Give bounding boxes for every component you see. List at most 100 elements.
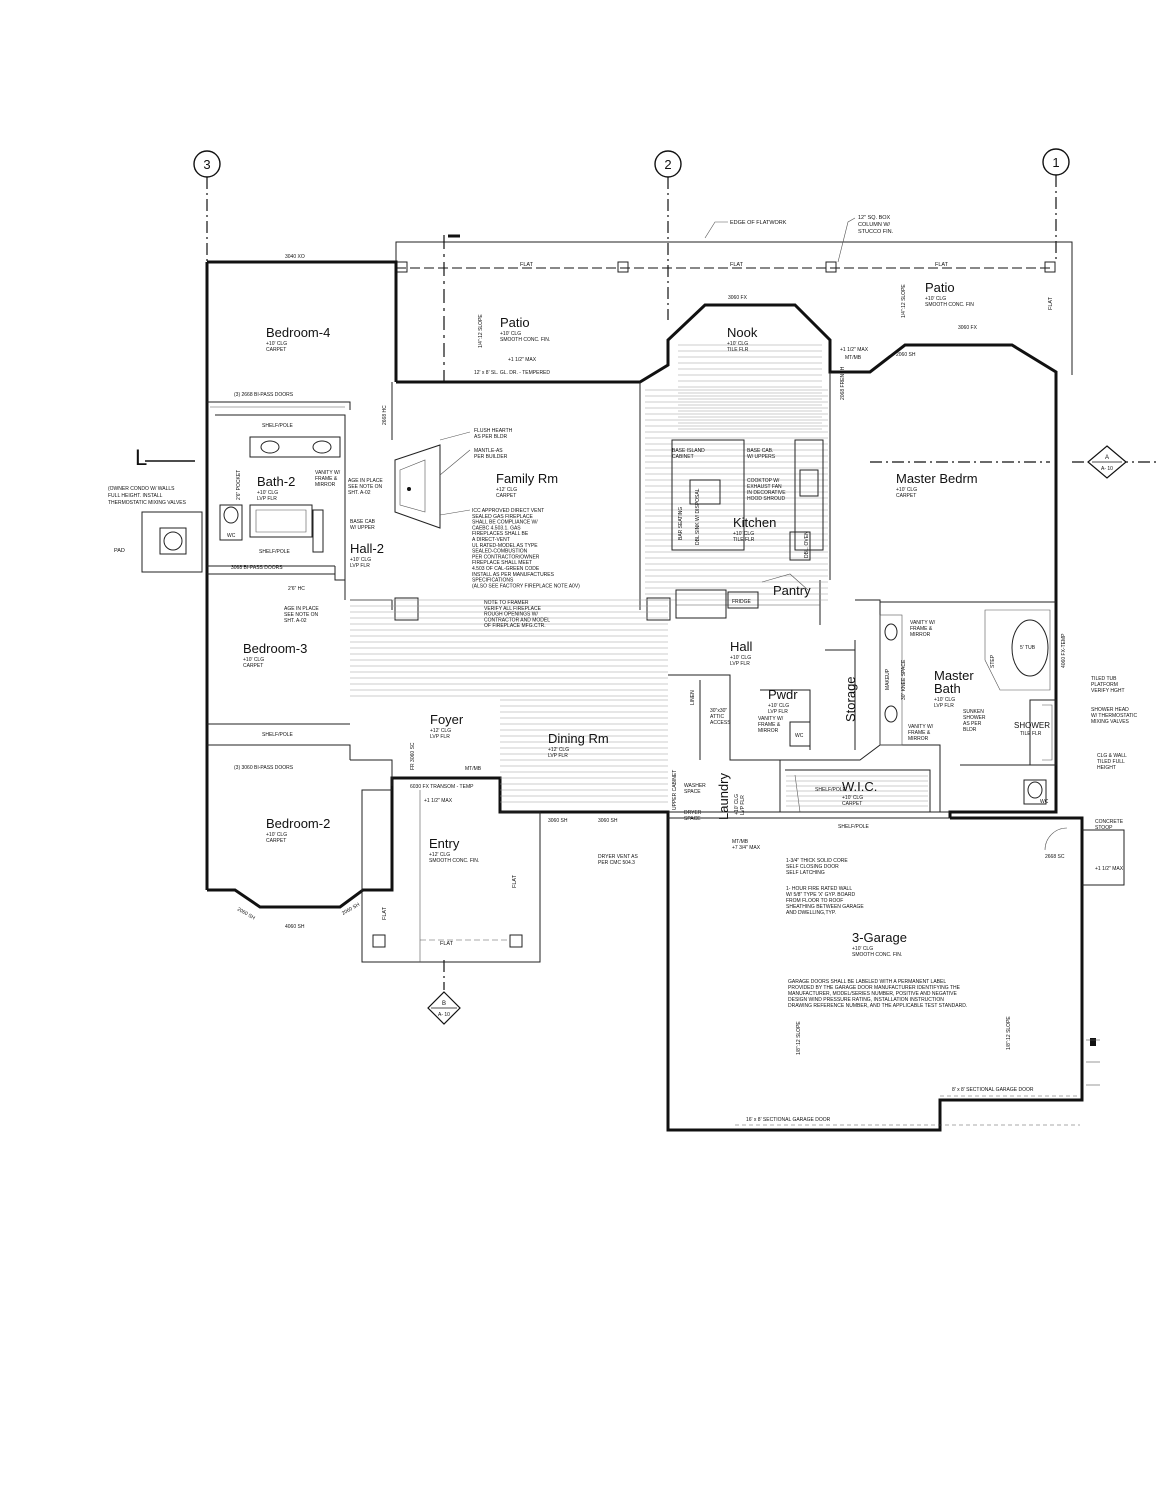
room-name: Storage xyxy=(843,676,858,722)
stoop-note: CONCRETE xyxy=(1095,819,1124,825)
garage-label-note: PROVIDED BY THE GARAGE DOOR MANUFACTURER… xyxy=(788,985,961,991)
framer-line: NOTE TO FRAMER xyxy=(484,600,529,606)
shower-head-note: SHOWER HEAD xyxy=(1091,707,1129,713)
grid-marker-2: 2 xyxy=(654,150,682,320)
room-label-foyer: Foyer +12' CLG LVP FLR xyxy=(430,712,464,740)
age-in-place-note: SEE NOTE ON xyxy=(284,612,319,618)
tub-note: VERIFY HGHT xyxy=(1091,688,1125,694)
room-ceiling: +12' CLG xyxy=(496,487,517,493)
vanity-note: VANITY W/ xyxy=(315,470,341,476)
fire-wall-note: SHEATHING BETWEEN GARAGE xyxy=(786,904,864,910)
window-tag: 2060 SH xyxy=(236,907,256,922)
fireplace-line: FIREPLACES SHALL BE xyxy=(472,531,529,537)
room-ceiling: +10' CLG xyxy=(896,487,917,493)
room-name: Bath-2 xyxy=(257,474,295,489)
room-floor: SMOOTH CONC. FIN. xyxy=(500,337,550,343)
tub-label: 5' TUB xyxy=(1020,645,1036,651)
shower-head-note: W/ THERMOSTATIC xyxy=(1091,713,1137,719)
attic-note: 30"x30" xyxy=(710,708,727,714)
vanity-note: MIRROR xyxy=(910,632,931,638)
island-note: BASE ISLAND xyxy=(672,448,705,454)
room-ceiling: +10' CLG xyxy=(243,657,264,663)
room-label-dining: Dining Rm +12' CLG LVP FLR xyxy=(548,731,609,759)
entry-porch: FLAT FLAT FLAT xyxy=(361,789,541,963)
room-name: Bedroom-4 xyxy=(266,325,330,340)
shelf-note: SHELF/POLE xyxy=(838,824,870,830)
room-label-bath2: Bath-2 +10' CLG LVP FLR xyxy=(257,474,295,502)
hearth-note: FLUSH HEARTH xyxy=(474,428,513,434)
grid-marker-label: 2 xyxy=(664,157,671,172)
flat-label: FLAT xyxy=(382,906,388,920)
tile-note: CLG & WALL xyxy=(1097,753,1127,759)
age-in-place-note: SHT. A-02 xyxy=(348,490,371,496)
cooktop-note: IN DECORATIVE xyxy=(747,490,786,496)
room-name: Entry xyxy=(429,836,460,851)
grid-marker-1: 1 xyxy=(1042,148,1070,262)
shelf-note: SHELF/POLE xyxy=(262,423,294,429)
room-name: Kitchen xyxy=(733,515,776,530)
bar-seating-note: BAR SEATING xyxy=(678,507,684,540)
washer-label: SPACE xyxy=(684,789,701,795)
room-label-laundry: Laundry +10' CLG LVP FLR xyxy=(716,773,746,820)
room-label-bedroom4: Bedroom-4 +10' CLG CARPET xyxy=(266,325,330,353)
room-label-pwdr: Pwdr +10' CLG LVP FLR xyxy=(768,687,798,715)
room-name: SHOWER xyxy=(1014,721,1050,730)
annotations: 3040 XO 3060 FX 3060 FX 12' x 8' SL. GL.… xyxy=(227,254,1137,1123)
sunken-shower-note: BLDR xyxy=(963,727,977,733)
section-marker-b: B A- 10 xyxy=(427,960,461,1025)
window-tag: 4060 FX-TEMP xyxy=(1061,633,1067,668)
room-floor: CARPET xyxy=(496,493,516,499)
room-floor: SMOOTH CONC. FIN. xyxy=(429,858,479,864)
grid-marker-label: 3 xyxy=(203,157,210,172)
door-tag: 12' x 8' SL. GL. DR. - TEMPERED xyxy=(474,370,550,376)
threshold-note: MT/MB xyxy=(845,355,862,361)
garage-label-note: MANUFACTURER, MODEL/SERIES NUMBER, POSIT… xyxy=(788,991,957,997)
fireplace-line: UL RATED-MODEL AS TYPE xyxy=(472,543,538,549)
room-floor: TILE FLR xyxy=(1020,731,1042,737)
sunken-shower-note: AS PER xyxy=(963,721,982,727)
framer-line: CONTRACTOR AND MODEL xyxy=(484,617,550,623)
stoop-note: STOOP xyxy=(1095,825,1113,831)
room-name: Master Bedrm xyxy=(896,471,978,486)
flat-label: FLAT xyxy=(512,874,518,888)
transom-tag: 6030 FX TRANSOM - TEMP xyxy=(410,784,474,790)
vanity-note: VANITY W/ xyxy=(758,716,784,722)
room-floor: TILE FLR xyxy=(727,347,749,353)
room-floor: CARPET xyxy=(842,801,862,807)
interior-walls xyxy=(207,372,1057,819)
door-tag: 2068 FRENCH xyxy=(840,366,846,400)
vanity-note: FRAME & xyxy=(758,722,781,728)
shelf-note: SHELF/POLE xyxy=(262,732,294,738)
section-letter: A xyxy=(1105,455,1109,461)
vanity-note: FRAME & xyxy=(910,626,933,632)
door-tag: FR 3060 SC xyxy=(410,742,416,770)
dryer-label: SPACE xyxy=(684,816,701,822)
sink-note: DBL SINK W/ DISPOSAL xyxy=(695,488,701,545)
pad-label: PAD xyxy=(114,548,125,554)
fireplace-line: PER CONTRACTOR/OWNER xyxy=(472,554,540,560)
window-tag: 3060 FX xyxy=(728,295,748,301)
mantle-note: MANTLE-AS xyxy=(474,448,503,454)
slope-note: 1/4":12 SLOPE xyxy=(478,314,484,348)
condo-note: THERMOSTATIC MIXING VALVES xyxy=(108,500,187,506)
fireplace-line: SEALED GAS FIREPLACE xyxy=(472,514,534,520)
cooktop-note: HOOD SHROUD xyxy=(747,496,785,502)
room-ceiling: +10' CLG xyxy=(734,794,740,815)
room-floor: LVP FLR xyxy=(730,661,750,667)
master-bath-fixtures xyxy=(789,609,1051,805)
tub-note: TILED TUB xyxy=(1091,676,1117,682)
makeup-label: MAKEUP xyxy=(885,668,891,690)
room-ceiling: +10' CLG xyxy=(266,341,287,347)
room-ceiling: +12' CLG xyxy=(430,728,451,734)
room-name: Pwdr xyxy=(768,687,798,702)
door-tag: 2668 HC xyxy=(382,405,388,425)
room-floor: LVP FLR xyxy=(740,795,746,815)
patio-flatwork: FLAT FLAT FLAT FLAT EDGE OF FLATWORK 12"… xyxy=(395,215,1073,382)
slope-note: 1/8":12 SLOPE xyxy=(796,1021,802,1055)
flat-label: FLAT xyxy=(730,262,744,268)
room-label-storage: Storage xyxy=(843,676,858,722)
room-label-pantry: Pantry xyxy=(773,583,811,598)
fireplace-line: CAEBC 4.503.1. GAS xyxy=(472,525,521,531)
room-label-wic: W.I.C. +10' CLG CARPET xyxy=(842,779,877,807)
door-note: SELF CLOSING DOOR xyxy=(786,864,839,870)
